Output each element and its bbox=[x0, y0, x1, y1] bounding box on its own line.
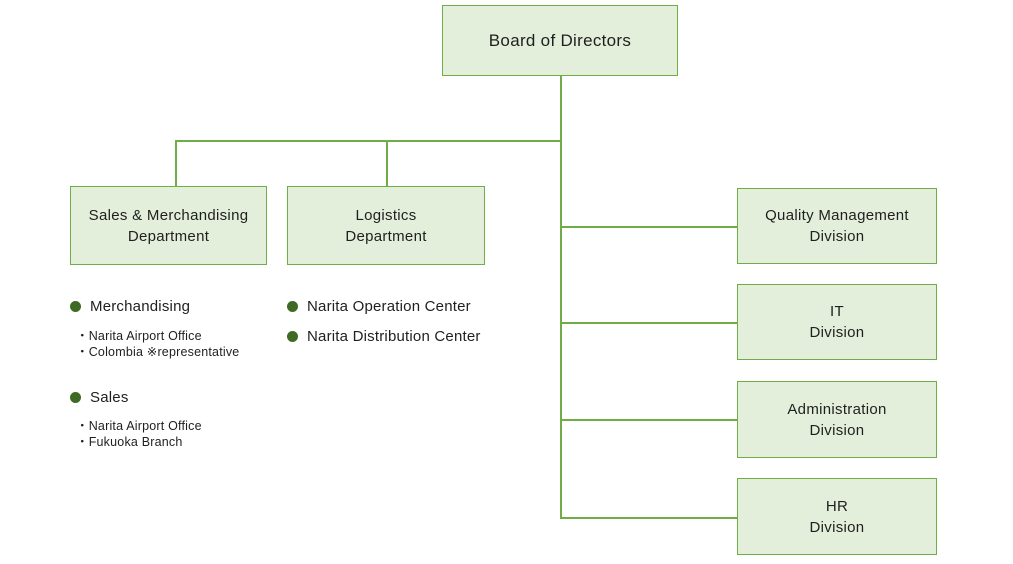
logistics-item-narita-operation-center: Narita Operation Center bbox=[287, 298, 471, 315]
connector-branch-administration-line bbox=[560, 419, 737, 421]
box-label-line: Administration bbox=[787, 400, 887, 418]
group-title-label: Merchandising bbox=[90, 298, 191, 315]
connector-drop-sales-line bbox=[175, 140, 177, 186]
connector-branch-it-line bbox=[560, 322, 737, 324]
box-label-line: Department bbox=[345, 227, 427, 245]
sub-list-item: ・Colombia ※representative bbox=[76, 344, 240, 359]
box-label-line: HR bbox=[825, 497, 849, 515]
box-label-line: Division bbox=[809, 324, 865, 341]
box-label-line: Quality Management bbox=[765, 207, 909, 224]
group-sales: Sales bbox=[70, 389, 129, 406]
box-label-line: Sales & Merchandising bbox=[88, 206, 249, 224]
box-label-line: Logistics bbox=[355, 206, 417, 224]
box-label-line: Division bbox=[809, 228, 865, 245]
sub-list-item: ・Narita Airport Office bbox=[76, 329, 202, 343]
org-box-it-division: IT Division bbox=[737, 284, 937, 360]
org-box-sales-merchandising-department: Sales & Merchandising Department bbox=[70, 186, 267, 265]
box-label: Board of Directors bbox=[488, 30, 632, 50]
sub-list-item: ・Fukuoka Branch bbox=[76, 434, 183, 449]
group-merchandising: Merchandising bbox=[70, 298, 190, 315]
org-box-board-of-directors: Board of Directors bbox=[442, 5, 678, 76]
group-title-label: Narita Operation Center bbox=[307, 298, 471, 315]
group-title-label: Sales bbox=[90, 389, 129, 406]
bullet-icon bbox=[70, 301, 81, 312]
connector-left-horizontal-line bbox=[175, 140, 561, 142]
logistics-item-narita-distribution-center: Narita Distribution Center bbox=[287, 328, 481, 345]
bullet-icon bbox=[287, 331, 298, 342]
box-label-line: Division bbox=[809, 518, 865, 536]
org-box-administration-division: Administration Division bbox=[737, 381, 937, 458]
bullet-icon bbox=[287, 301, 298, 312]
sub-list-item: ・Narita Airport Office bbox=[76, 419, 202, 433]
connector-branch-hr-line bbox=[560, 517, 737, 519]
box-label-line: Division bbox=[809, 421, 865, 439]
connector-branch-quality-line bbox=[560, 226, 737, 228]
org-box-logistics-department: Logistics Department bbox=[287, 186, 485, 265]
merchandising-sub-list: ・Narita Airport Office ・Colombia ※repres… bbox=[76, 329, 239, 360]
sales-sub-list: ・Narita Airport Office ・Fukuoka Branch bbox=[76, 419, 202, 450]
bullet-icon bbox=[70, 392, 81, 403]
box-label-line: Department bbox=[127, 227, 210, 245]
connector-trunk-line bbox=[560, 76, 562, 517]
box-label-line: IT bbox=[830, 303, 844, 320]
group-title-label: Narita Distribution Center bbox=[307, 328, 481, 345]
connector-drop-logistics-line bbox=[386, 140, 388, 186]
org-box-quality-management-division: Quality Management Division bbox=[737, 188, 937, 264]
org-box-hr-division: HR Division bbox=[737, 478, 937, 555]
